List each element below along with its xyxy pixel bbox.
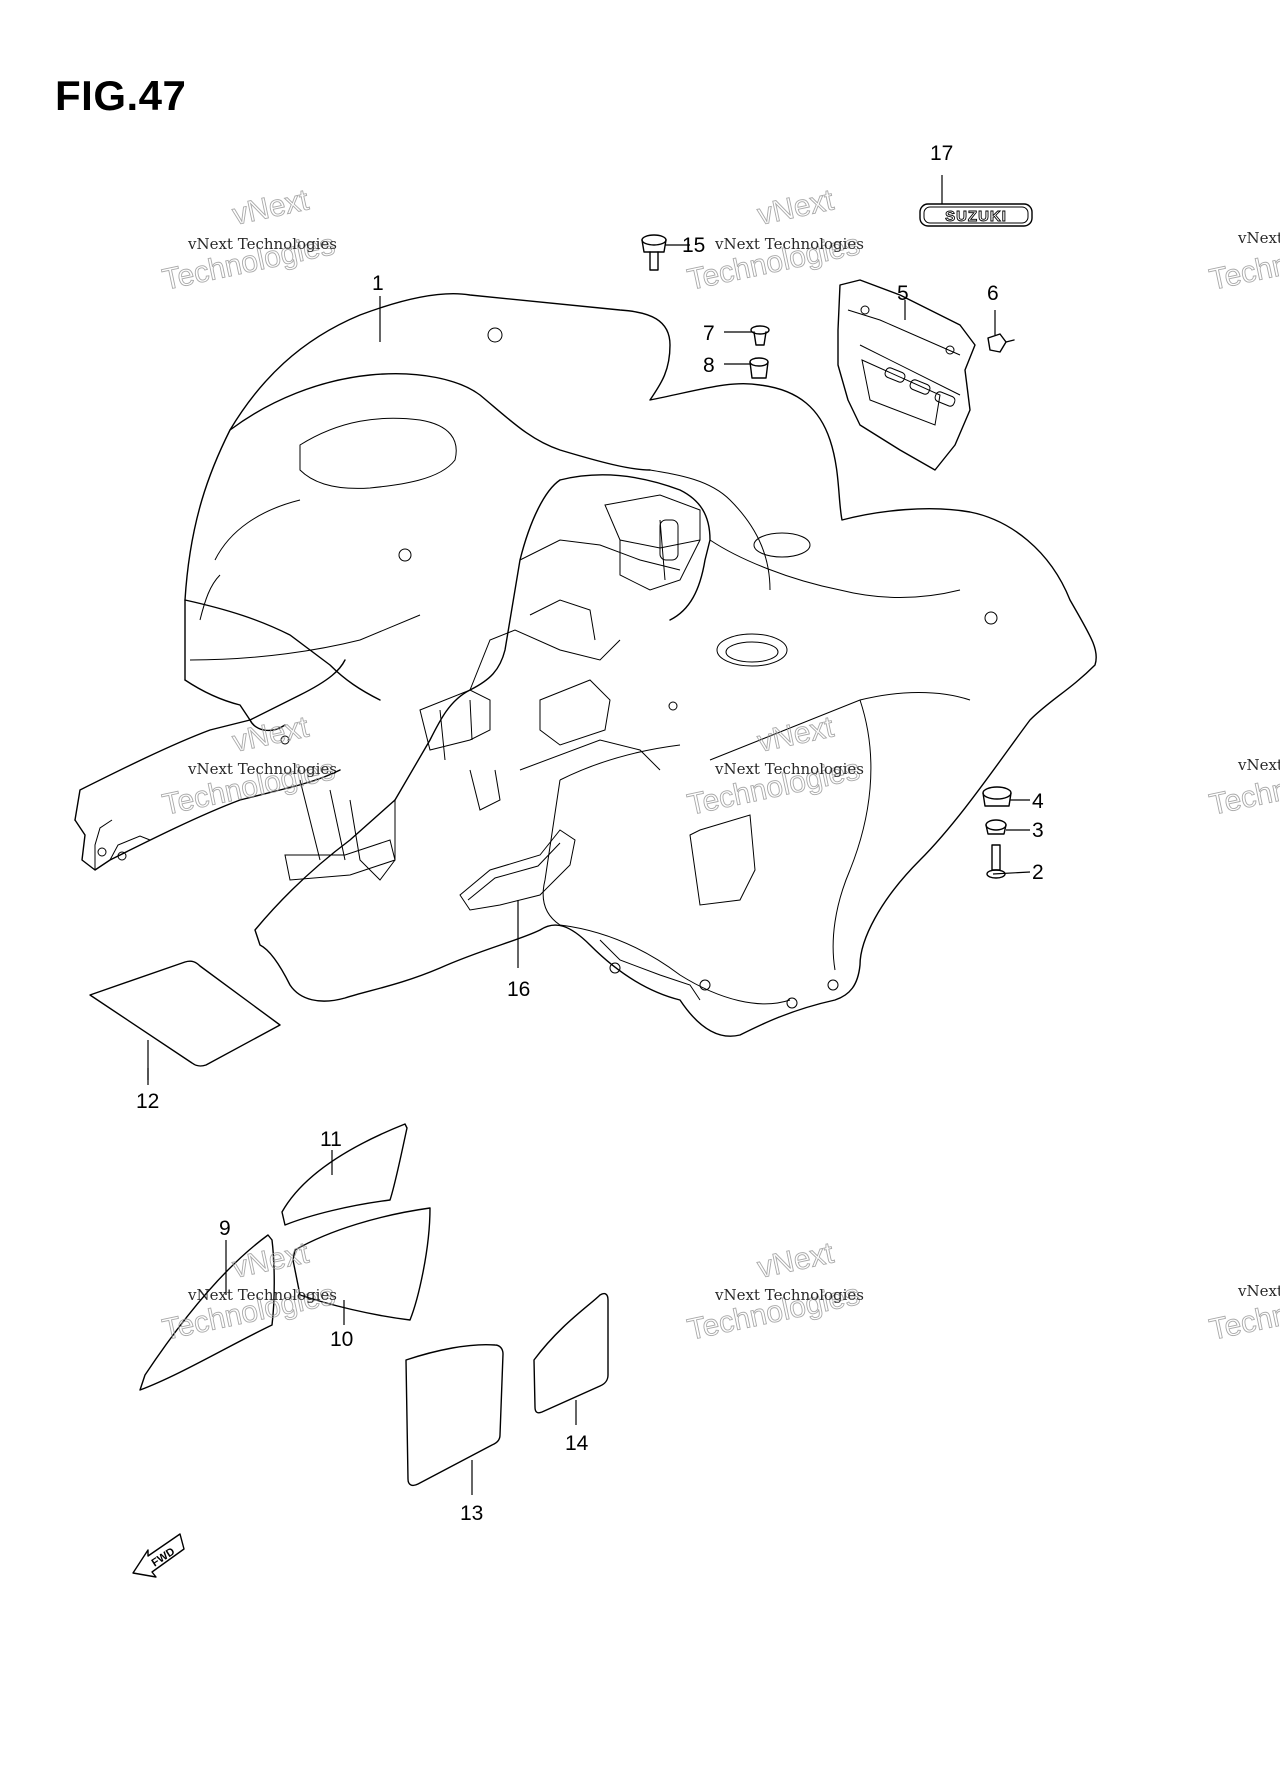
watermark-vnext: vNext	[755, 710, 838, 758]
watermark: vNext Technologies vNext Technologies	[684, 183, 864, 297]
suzuki-emblem-part-17: SUZUKI	[919, 203, 1033, 227]
watermark-text: vNext Technologies	[1237, 756, 1280, 774]
bolt-part-15	[641, 234, 667, 271]
watermark-vnext: vNext	[230, 183, 313, 231]
watermark-text: vNext Technologies	[714, 1286, 864, 1304]
part-label-13: 13	[460, 1502, 483, 1525]
bolt-part-2	[986, 844, 1006, 879]
fwd-label: FWD	[150, 1546, 178, 1570]
part-label-5: 5	[897, 282, 909, 305]
emblem-text: SUZUKI	[945, 208, 1007, 225]
watermark: vNext Technologies vNext Technologies	[684, 1236, 864, 1347]
part-label-12: 12	[136, 1090, 159, 1113]
watermark-text: vNext Technologies	[1237, 229, 1280, 247]
screw-part-7	[750, 325, 770, 346]
part-label-8: 8	[703, 354, 715, 377]
watermark-text: vNext Technologies	[187, 235, 337, 253]
part-label-2: 2	[1032, 861, 1044, 884]
part-label-3: 3	[1032, 819, 1044, 842]
grommet-part-4	[982, 786, 1012, 807]
part-number-labels: 1 2 3 4 5 6 7 8 9 10 11 12 13 14 15 16 1…	[136, 142, 1044, 1525]
part-label-4: 4	[1032, 790, 1044, 813]
part-label-1: 1	[372, 272, 384, 295]
watermark-text: vNext Technologies	[714, 760, 864, 778]
watermark: vNext Technologies vNext Technologies	[159, 183, 338, 297]
label-part-9	[139, 1234, 275, 1391]
part-label-16: 16	[507, 978, 530, 1001]
watermark: vNext Technologies Technologies	[1206, 228, 1280, 298]
figure-title: FIG.47	[55, 72, 187, 119]
part-label-11: 11	[320, 1128, 342, 1151]
watermark-text: vNext Technologies	[187, 1286, 337, 1304]
forward-direction-arrow: FWD	[132, 1533, 185, 1578]
watermark-text: vNext Technologies	[714, 235, 864, 253]
bracket-part-5	[837, 279, 976, 471]
part-label-17: 17	[930, 142, 953, 165]
label-part-10	[292, 1207, 431, 1321]
part-label-9: 9	[219, 1217, 231, 1240]
part-label-15: 15	[682, 234, 705, 257]
clip-part-6	[987, 333, 1015, 353]
label-part-11	[281, 1123, 408, 1226]
rear-fender-part-1	[74, 293, 1097, 1037]
watermark-text: vNext Technologies	[1237, 1282, 1280, 1300]
watermark: vNext Technologies Technologies	[1206, 1278, 1280, 1348]
watermark-vnext: vNext	[755, 183, 838, 231]
leader-lines	[147, 175, 1031, 1495]
watermark-group: vNext Technologies vNext Technologies vN…	[159, 183, 1280, 1348]
part-label-6: 6	[987, 282, 999, 305]
watermark-vnext: vNext	[230, 1236, 313, 1284]
watermark: vNext Technologies Technologies	[1206, 753, 1280, 823]
watermark: vNext Technologies vNext Technologies	[159, 710, 338, 822]
part-label-10: 10	[330, 1328, 353, 1351]
watermark-text: vNext Technologies	[187, 760, 337, 778]
part-label-7: 7	[703, 322, 715, 345]
nut-part-8	[749, 357, 769, 379]
label-part-12	[89, 960, 281, 1067]
watermark: vNext Technologies vNext Technologies	[684, 710, 864, 822]
label-part-14	[533, 1292, 609, 1414]
watermark-vnext: vNext	[230, 710, 313, 758]
washer-part-3	[985, 819, 1007, 835]
watermark: vNext Technologies vNext Technologies	[159, 1236, 338, 1347]
label-part-13	[405, 1343, 504, 1487]
part-label-14: 14	[565, 1432, 589, 1455]
watermark-vnext: vNext	[755, 1236, 838, 1284]
